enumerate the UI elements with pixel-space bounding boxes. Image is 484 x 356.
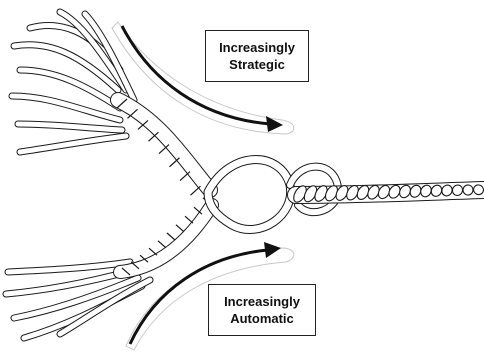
automatic-label-line2: Automatic	[230, 310, 294, 327]
lower-cord-braid	[185, 216, 193, 223]
automatic-label-box: Increasingly Automatic	[208, 284, 316, 336]
lower-cord-body-fill	[120, 205, 212, 272]
upper-twisted-cord	[117, 99, 211, 210]
lower-cord-braid	[167, 233, 175, 240]
automatic-label-line1: Increasingly	[224, 293, 300, 310]
strategic-label-box: Increasingly Strategic	[205, 30, 309, 82]
upper-rope-strands	[12, 12, 134, 152]
lower-cord-braid	[176, 225, 184, 232]
upper-cord-twist	[180, 172, 190, 181]
upper-strand-5-fill	[20, 136, 126, 152]
lower-cord-braid	[158, 241, 166, 248]
upper-cord-twist	[191, 186, 201, 195]
lower-cord-braid	[149, 248, 157, 255]
combined-rope	[291, 183, 484, 204]
strategic-label-line2: Strategic	[229, 56, 285, 73]
strategic-label-line1: Increasingly	[219, 39, 295, 56]
lower-braided-cord	[120, 198, 212, 275]
